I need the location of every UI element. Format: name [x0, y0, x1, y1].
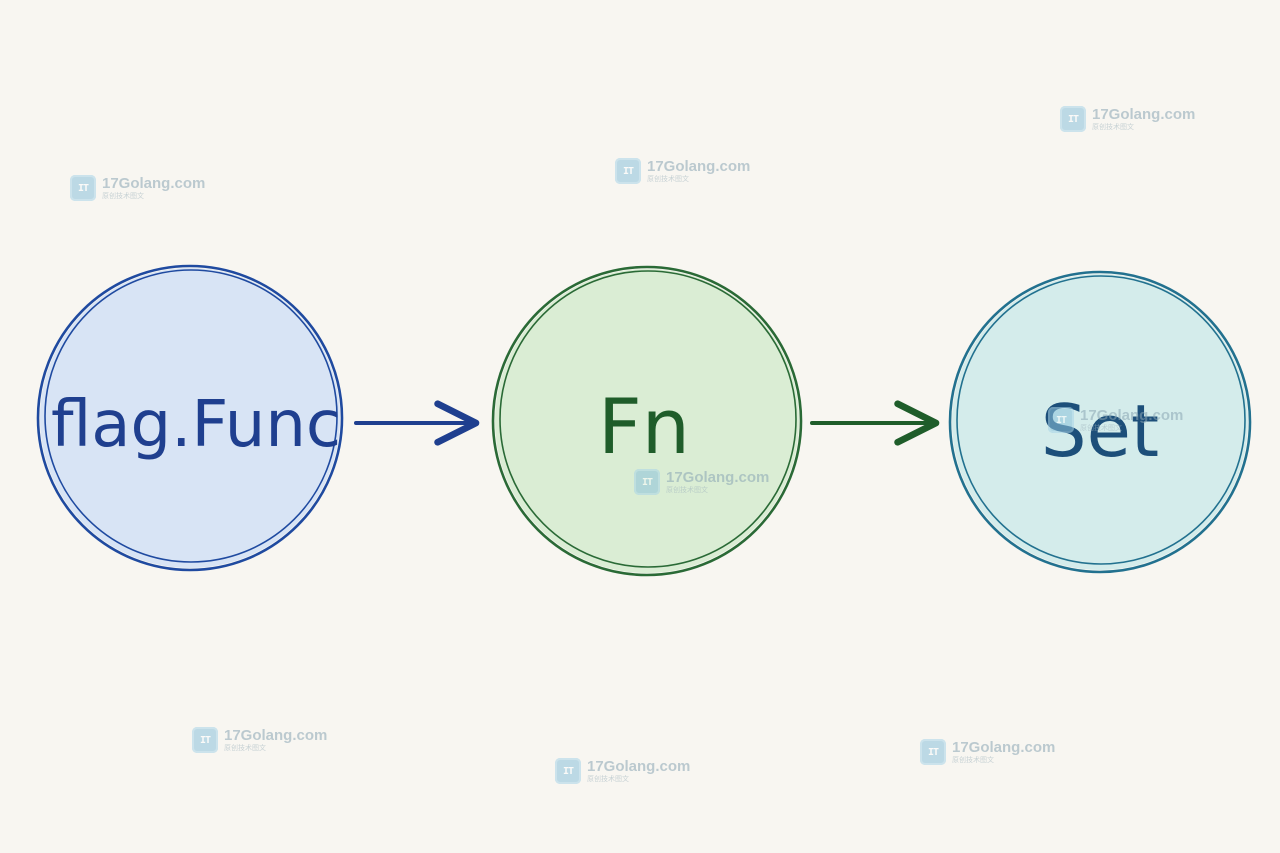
- node-label-flag-func: flag.Func: [51, 388, 341, 462]
- node-label-set: Set: [1041, 389, 1159, 473]
- node-set: Set: [948, 270, 1252, 574]
- node-fn: Fn: [491, 265, 803, 577]
- node-flag-func: flag.Func: [36, 264, 344, 572]
- node-label-fn: Fn: [598, 382, 690, 471]
